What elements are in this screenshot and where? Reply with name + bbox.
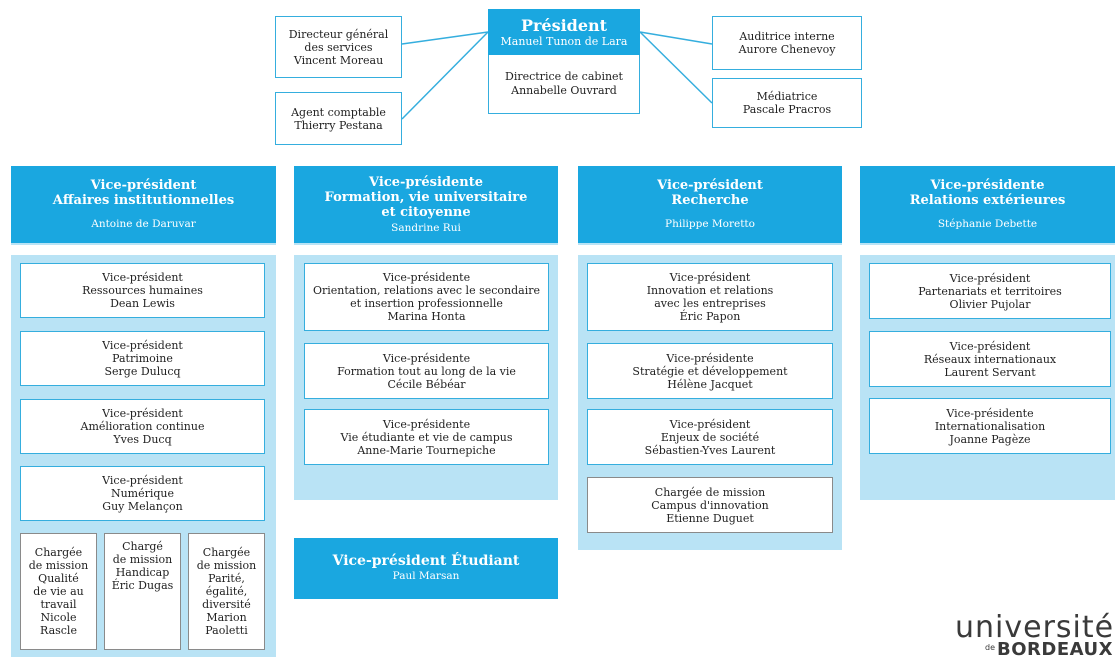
column-separator (0, 245, 1115, 255)
box-mission-qualite-vie: Chargée de mission Qualité de vie au tra… (20, 533, 97, 650)
box-mission-parite: Chargée de mission Parité, égalité, dive… (188, 533, 265, 650)
box-vp-formation-vie: Vice-présidente Formation tout au long d… (304, 343, 549, 399)
box-vp-innovation: Vice-président Innovation et relations a… (587, 263, 833, 331)
box-vp-internationalisation: Vice-présidente Internationalisation Joa… (869, 398, 1111, 454)
box-vp-patrimoine: Vice-président Patrimoine Serge Dulucq (20, 331, 265, 386)
box-mission-campus-innovation: Chargée de mission Campus d'innovation E… (587, 477, 833, 533)
box-directrice-cabinet: Directrice de cabinet Annabelle Ouvrard (488, 55, 640, 114)
box-vp-enjeux-societe: Vice-président Enjeux de société Sébasti… (587, 409, 833, 465)
header-relations-exterieures: Vice-présidente Relations extérieures St… (860, 166, 1115, 243)
box-auditrice-interne: Auditrice interne Aurore Chenevoy (712, 16, 862, 70)
box-mission-handicap: Chargé de mission Handicap Éric Dugas (104, 533, 181, 650)
header-recherche: Vice-président Recherche Philippe Morett… (578, 166, 842, 243)
box-vp-partenariats: Vice-président Partenariats et territoir… (869, 263, 1111, 319)
president-name: Manuel Tunon de Lara (500, 34, 628, 48)
box-vp-reseaux-internationaux: Vice-président Réseaux internationaux La… (869, 331, 1111, 387)
header-formation: Vice-présidente Formation, vie universit… (294, 166, 558, 243)
box-directeur-general: Directeur général des services Vincent M… (275, 16, 402, 78)
box-vp-strategie: Vice-présidente Stratégie et développeme… (587, 343, 833, 399)
box-agent-comptable: Agent comptable Thierry Pestana (275, 92, 402, 145)
box-vp-ressources-humaines: Vice-président Ressources humaines Dean … (20, 263, 265, 318)
header-affaires-institutionnelles: Vice-président Affaires institutionnelle… (11, 166, 276, 243)
universite-bordeaux-logo: université de BORDEAUX (955, 612, 1115, 657)
box-vp-amelioration-continue: Vice-président Amélioration continue Yve… (20, 399, 265, 454)
box-vp-orientation: Vice-présidente Orientation, relations a… (304, 263, 549, 331)
box-vp-etudiant: Vice-président Étudiant Paul Marsan (294, 538, 558, 599)
box-vp-numerique: Vice-président Numérique Guy Melançon (20, 466, 265, 521)
president-title: Président (520, 15, 608, 35)
box-vp-vie-etudiante: Vice-présidente Vie étudiante et vie de … (304, 409, 549, 465)
box-president: Président Manuel Tunon de Lara (488, 9, 640, 55)
box-mediatrice: Médiatrice Pascale Pracros (712, 78, 862, 128)
